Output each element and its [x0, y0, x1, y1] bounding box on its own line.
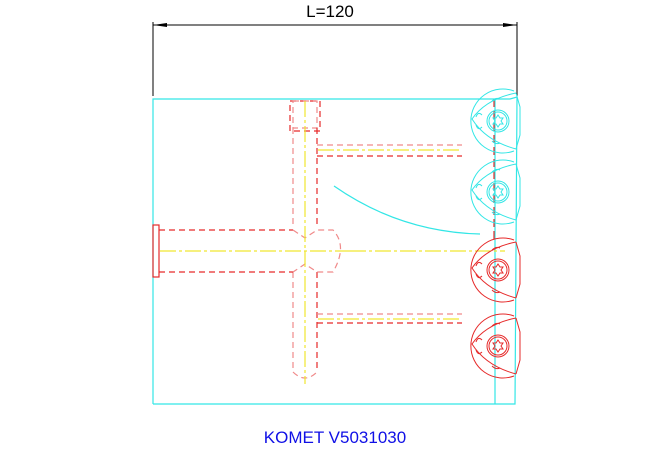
arrow-right-icon: [503, 23, 517, 27]
coolant-bore-horizontal: [152, 224, 342, 278]
arrow-left-icon: [153, 23, 167, 27]
insert-3: [470, 237, 521, 303]
part-number-caption: KOMET V5031030: [263, 428, 407, 447]
dimension-label: L=120: [306, 2, 354, 21]
insert-2: [470, 159, 521, 225]
coolant-bore-upper: [317, 144, 462, 157]
insert-4: [470, 313, 521, 379]
clamp-screw-vertical: [289, 100, 321, 379]
dimension-length: L=120: [152, 2, 518, 96]
coolant-bore-lower: [317, 313, 462, 324]
centerlines: [160, 101, 505, 384]
